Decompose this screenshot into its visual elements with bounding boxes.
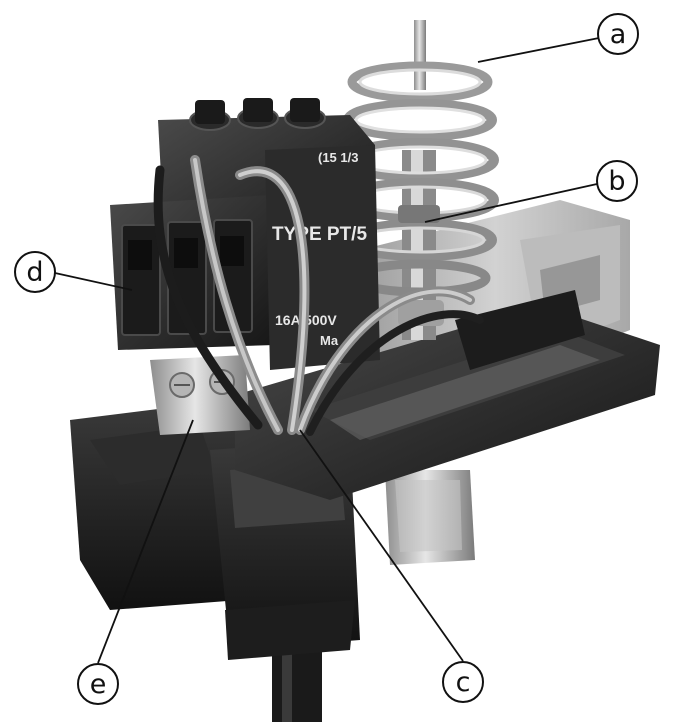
callout-label-a: a — [610, 19, 627, 50]
callout-e: e — [77, 663, 119, 705]
marking-line-1: (15 1/3 — [318, 150, 358, 165]
marking-line-4: Ma — [320, 333, 339, 348]
callout-b: b — [596, 160, 638, 202]
callout-leaders — [54, 37, 600, 664]
callout-label-d: d — [26, 257, 43, 288]
leader-line-e — [97, 419, 194, 664]
callout-label-b: b — [608, 166, 625, 197]
leader-line-c — [299, 429, 464, 662]
leader-line-d — [54, 272, 133, 291]
leader-line-a — [477, 37, 600, 63]
marking-line-2: TYPE PT/5 — [272, 224, 367, 245]
housing-base-tray — [235, 290, 660, 500]
callout-c: c — [442, 661, 484, 703]
threaded-fitting — [385, 470, 475, 565]
leader-line-b — [424, 183, 598, 223]
callout-d: d — [14, 251, 56, 293]
callout-label-c: c — [456, 667, 471, 698]
front-terminal-block — [110, 195, 275, 350]
callout-label-e: e — [90, 669, 107, 700]
callout-a: a — [597, 13, 639, 55]
internal-wires — [153, 155, 484, 436]
